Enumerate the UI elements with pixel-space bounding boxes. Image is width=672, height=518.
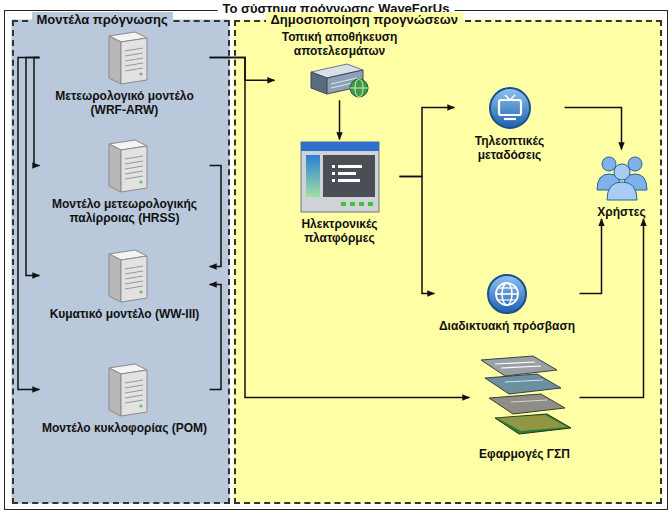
server-slot [125,48,143,51]
node-label: Μετεωρολογικό μοντέλο (WRF-ARW) [40,89,210,118]
status-light [359,202,364,206]
node-label: Κυματικό μοντέλο (WW-III) [40,307,210,321]
server-icon [95,362,155,418]
tv-icon [487,85,533,131]
flow-arrow [580,219,602,294]
store-icon-box [275,60,405,100]
server-slot [125,271,143,274]
server-slot [125,276,143,279]
users-icon-box [588,150,656,202]
server-slot [125,53,143,56]
server-slot [125,380,143,383]
server-slot [125,166,143,169]
srv-icon-box [40,138,210,194]
panel-fill [234,20,662,504]
storage-icon [307,60,373,100]
status-light [368,202,373,206]
server-slot [125,395,143,398]
tv-icon-box [455,85,565,131]
node-label: Τηλεοπτικές μεταδόσεις [455,134,565,163]
node-label: Διαδικτυακή πρόσβαση [435,319,580,333]
system-frame: Το σύστημα πρόγνωσης WaveForUsΜοντέλα πρ… [4,10,668,510]
server-slot [125,171,143,174]
component-node: Μετεωρολογικό μοντέλο (WRF-ARW) [40,30,210,118]
server-slot [125,58,143,61]
panel-fill [12,20,230,504]
flow-arrow [26,58,40,276]
server-slot [125,156,143,159]
server-slot [125,68,143,71]
component-node: Εφαρμογές ΓΣΠ [470,352,580,461]
component-node: Μοντέλο κυκλοφορίας (POM) [40,362,210,435]
flow-arrow [34,58,40,166]
group-heading: Δημοσιοποίηση προγνώσεων [266,12,463,28]
flow-arrow [18,58,40,390]
globe-icon [485,272,529,316]
server-icon [95,138,155,194]
window-icon [299,140,381,214]
flow-arrow [565,108,622,150]
flow-arrow [339,100,341,139]
component-node: Χρήστες [588,150,656,219]
flow-arrow [210,166,222,267]
group-heading: Μοντέλα πρόγνωσης [32,12,173,28]
group-panel: Μοντέλα πρόγνωσηςΜετεωρολογικό μοντέλο (… [12,20,230,504]
server-slot [125,161,143,164]
node-label: Μοντέλο κυκλοφορίας (POM) [40,421,210,435]
srv-icon-box [40,362,210,418]
server-slot [125,385,143,388]
gis-icon-box [470,352,580,444]
component-node: Τοπική αποθήκευση αποτελεσμάτων [275,30,405,101]
server-icon [95,30,155,86]
node-label: Εφαρμογές ΓΣΠ [470,447,580,461]
web-icon-box [435,272,580,316]
flow-arrow [580,219,644,398]
server-slot [125,266,143,269]
group-panel: Δημοσιοποίηση προγνώσεωνΤοπική αποθήκευσ… [234,20,662,504]
srv-icon-box [40,30,210,86]
node-label: Χρήστες [588,205,656,219]
server-slot [125,63,143,66]
component-node: Τηλεοπτικές μεταδόσεις [455,85,565,163]
component-node: Κυματικό μοντέλο (WW-III) [40,248,210,321]
server-slot [125,390,143,393]
flow-arrow [210,58,470,398]
flow-arrow [400,177,435,294]
server-slot [125,400,143,403]
gis-layers-icon [475,352,575,444]
status-light [341,202,346,206]
users-icon [593,150,651,202]
server-slot [125,176,143,179]
status-light [350,202,355,206]
flow-arrow [210,285,222,390]
node-label: Μοντέλο μετεωρολογικής παλίρροιας (HRSS) [40,197,210,226]
server-icon [95,248,155,304]
component-node: Μοντέλο μετεωρολογικής παλίρροιας (HRSS) [40,138,210,226]
flow-arrow [210,58,275,81]
server-slot [125,281,143,284]
component-node: Διαδικτυακή πρόσβαση [435,272,580,333]
node-label: Ηλεκτρονικές πλατφόρμες [280,217,400,246]
srv-icon-box [40,248,210,304]
component-node: Ηλεκτρονικές πλατφόρμες [280,140,400,246]
server-slot [125,286,143,289]
win-icon-box [280,140,400,214]
node-label: Τοπική αποθήκευση αποτελεσμάτων [275,30,405,59]
flow-arrow [400,108,455,177]
